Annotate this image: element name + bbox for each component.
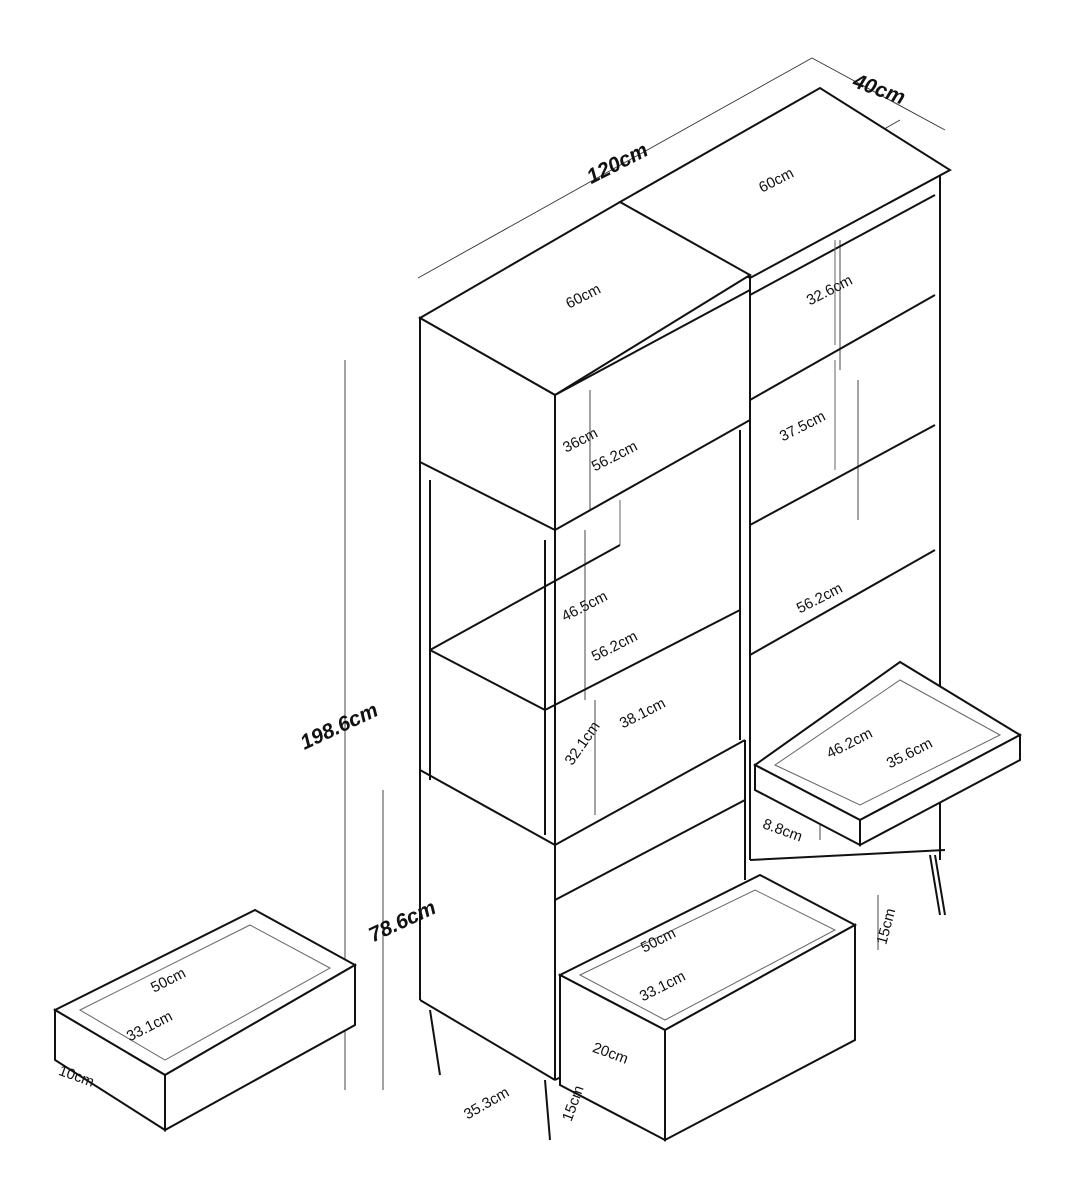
small-drawer [753,660,1023,847]
left-drawer [52,908,358,1132]
front-drawer [557,873,858,1142]
right-unit [617,86,952,916]
left-unit [417,200,752,1141]
